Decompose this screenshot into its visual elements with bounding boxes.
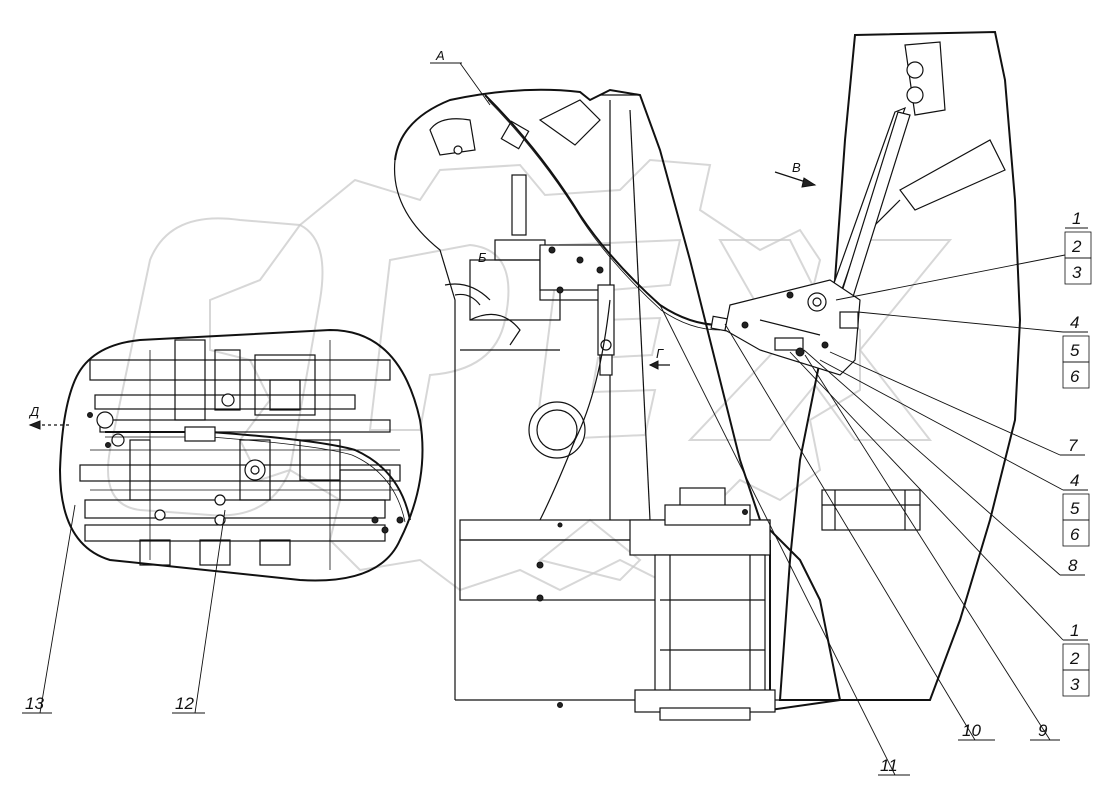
callout-4-mid: 4 [1070, 471, 1079, 490]
callout-1-bottom: 1 [1070, 621, 1079, 640]
callout-13: 13 [25, 694, 44, 713]
callout-6-top: 6 [1070, 367, 1080, 386]
inset-view-d [28, 328, 424, 582]
callout-6-mid: 6 [1070, 525, 1080, 544]
callout-7: 7 [1068, 436, 1078, 455]
callout-12: 12 [175, 694, 194, 713]
view-label-v: В [792, 160, 801, 175]
callout-1-top: 1 [1072, 209, 1081, 228]
callout-2-top: 2 [1071, 237, 1082, 256]
callout-boxes [1062, 231, 1092, 697]
callout-5-mid: 5 [1070, 499, 1080, 518]
callout-labels: 1 2 3 4 5 6 7 4 5 6 8 1 2 3 9 10 11 12 1… [25, 209, 1082, 775]
callout-11: 11 [880, 756, 898, 775]
view-designators: А Б В Г Д [28, 48, 801, 419]
callout-9: 9 [1038, 721, 1048, 740]
callout-8: 8 [1068, 556, 1078, 575]
view-label-b: Б [478, 250, 487, 265]
view-label-d: Д [28, 404, 39, 419]
leader-lines [22, 62, 1088, 776]
callout-5-top: 5 [1070, 341, 1080, 360]
callout-4-top: 4 [1070, 313, 1079, 332]
callout-10: 10 [962, 721, 981, 740]
view-label-g: Г [656, 346, 664, 361]
callout-2-bottom: 2 [1069, 649, 1080, 668]
view-label-a: А [435, 48, 445, 63]
main-view [393, 30, 1022, 721]
callout-3-top: 3 [1072, 263, 1082, 282]
callout-3-bottom: 3 [1070, 675, 1080, 694]
